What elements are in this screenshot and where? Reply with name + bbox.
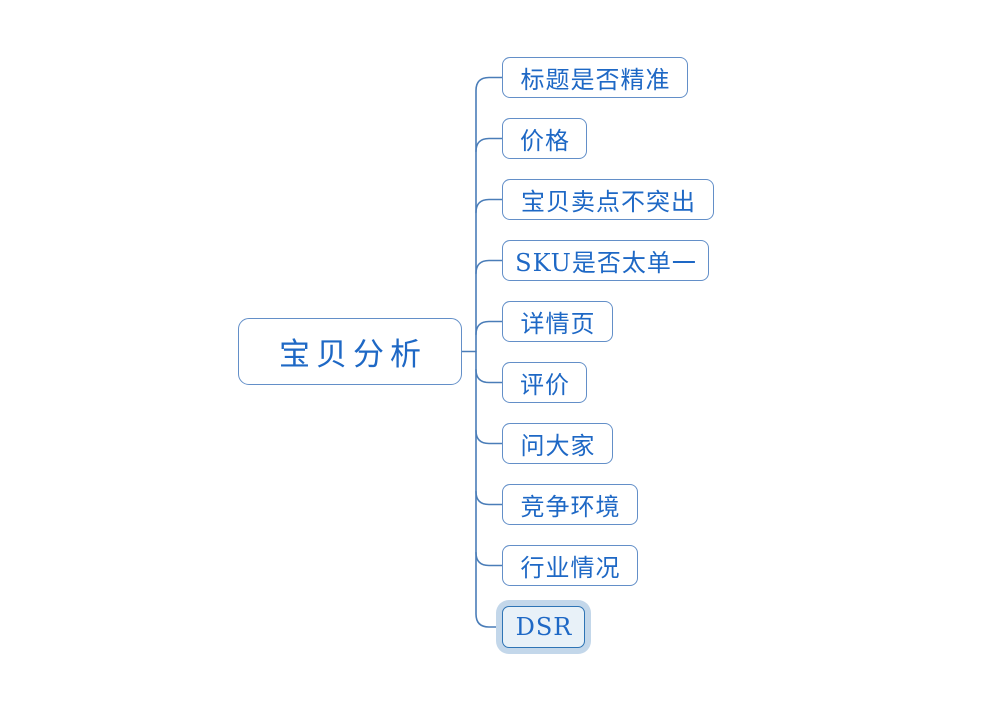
child-node-label: 宝贝卖点不突出 [521,188,696,216]
child-node-10[interactable]: DSR [502,606,585,648]
child-node-5[interactable]: 详情页 [502,301,613,342]
child-node-3[interactable]: 宝贝卖点不突出 [502,179,714,220]
child-node-label: 竞争环境 [520,493,621,521]
child-node-1[interactable]: 标题是否精准 [502,57,688,98]
child-node-label: 行业情况 [520,554,621,582]
child-node-label: 价格 [520,127,570,155]
child-node-label: 问大家 [520,432,596,460]
child-node-label: 标题是否精准 [520,66,671,94]
child-node-label: 评价 [520,371,570,399]
child-node-2[interactable]: 价格 [502,118,587,159]
child-node-8[interactable]: 竞争环境 [502,484,638,525]
child-node-label: SKU是否太单一 [515,249,697,277]
child-node-label: DSR [515,613,573,641]
child-node-6[interactable]: 评价 [502,362,587,403]
child-node-7[interactable]: 问大家 [502,423,613,464]
child-node-9[interactable]: 行业情况 [502,545,638,586]
root-node[interactable]: 宝贝分析 [238,318,462,385]
child-node-label: 详情页 [520,310,596,338]
child-node-4[interactable]: SKU是否太单一 [502,240,709,281]
root-node-label: 宝贝分析 [279,337,427,373]
